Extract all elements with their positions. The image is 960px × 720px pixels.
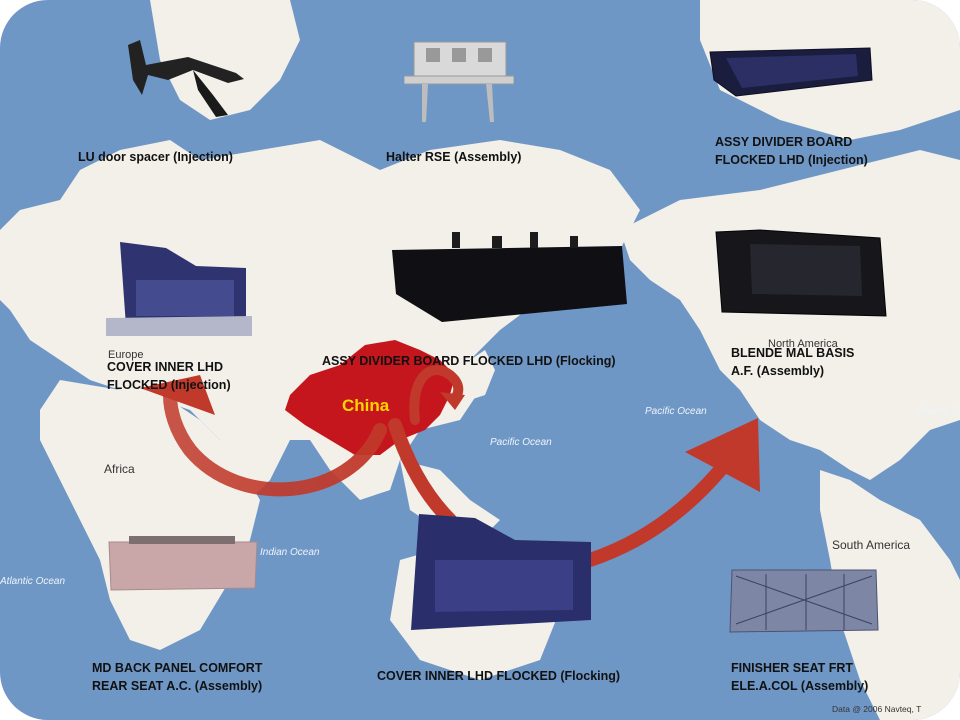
cover-inner-flocking-image	[411, 514, 591, 630]
label-blende-mal-basis: BLENDE MAL BASIS A.F. (Assembly)	[731, 344, 854, 380]
landmass-greenland	[150, 0, 300, 120]
label-cover-inner-injection: COVER INNER LHD FLOCKED (Injection)	[107, 358, 231, 394]
assy-divider-board-flocking-image	[392, 232, 627, 322]
landmass-south-america	[820, 470, 960, 720]
cover-inner-injection-image	[106, 242, 252, 336]
label-finisher-seat-line2: ELE.A.COL (Assembly)	[731, 679, 869, 693]
landmass-eurasia	[0, 140, 640, 500]
arrow-head-japan	[440, 392, 465, 410]
china-region	[285, 340, 455, 455]
label-cover-inner-flocking: COVER INNER LHD FLOCKED (Flocking)	[377, 669, 621, 683]
landmass-japan	[470, 350, 495, 400]
arrow-to-japan	[409, 365, 464, 425]
blende-mal-basis-image	[715, 229, 887, 317]
label-blende-mal-basis-line1: BLENDE MAL BASIS	[731, 346, 855, 360]
landmass-north-america	[620, 150, 960, 480]
ocean-atlantic-right: Atlantic Ocea	[916, 406, 960, 417]
ocean-pacific-2: Pacific Ocean	[490, 437, 552, 448]
label-md-back-panel-line1: MD BACK PANEL COMFORT	[92, 661, 263, 675]
label-lu-door-spacer: LU door spacer (Injection)	[78, 150, 233, 164]
lu-door-spacer-image	[128, 40, 244, 117]
china-label: China	[342, 396, 390, 415]
halter-rse-image	[404, 41, 514, 122]
arrow-head-america	[685, 418, 760, 492]
map-copyright: Data @ 2006 Navteq, T	[832, 704, 922, 714]
ocean-pacific-1: Pacific Ocean	[645, 406, 707, 417]
arrow-to-europe	[163, 388, 387, 497]
label-assy-divider-injection-line1: ASSY DIVIDER BOARD	[715, 135, 853, 149]
label-cover-inner-injection-line2: FLOCKED (Injection)	[107, 378, 231, 392]
finisher-seat-image	[729, 569, 879, 633]
arrow-to-south	[388, 418, 457, 527]
label-md-back-panel: MD BACK PANEL COMFORT REAR SEAT A.C. (As…	[92, 659, 262, 695]
label-assy-divider-injection: ASSY DIVIDER BOARD FLOCKED LHD (Injectio…	[715, 133, 868, 169]
place-north-america: North America	[768, 338, 838, 350]
place-africa: Africa	[104, 462, 135, 476]
place-south-america: South America	[832, 538, 911, 552]
label-md-back-panel-line2: REAR SEAT A.C. (Assembly)	[92, 679, 263, 693]
arrow-head-europe	[140, 375, 215, 415]
assy-divider-board-injection-image	[709, 47, 873, 97]
label-assy-divider-injection-line2: FLOCKED LHD (Injection)	[715, 153, 868, 167]
label-halter-rse: Halter RSE (Assembly)	[386, 150, 522, 164]
ocean-atlantic-left: Atlantic Ocean	[0, 576, 66, 587]
label-blende-mal-basis-line2: A.F. (Assembly)	[731, 364, 825, 378]
label-finisher-seat: FINISHER SEAT FRT ELE.A.COL (Assembly)	[731, 659, 868, 695]
md-back-panel-image	[108, 536, 258, 591]
label-finisher-seat-line1: FINISHER SEAT FRT	[731, 661, 853, 675]
ocean-indian: Indian Ocean	[260, 547, 320, 558]
label-cover-inner-injection-line1: COVER INNER LHD	[107, 360, 223, 374]
label-assy-divider-flocking: ASSY DIVIDER BOARD FLOCKED LHD (Flocking…	[322, 354, 616, 368]
place-europe: Europe	[108, 349, 144, 361]
